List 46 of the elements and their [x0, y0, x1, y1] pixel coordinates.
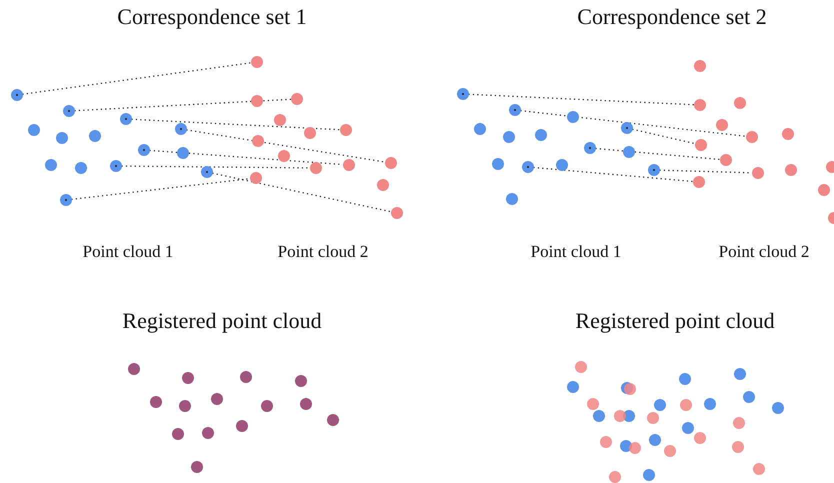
data-point: [175, 123, 187, 135]
dotted-line: [74, 98, 292, 112]
dotted-line: [468, 94, 695, 106]
data-point: [391, 207, 403, 219]
data-point: [310, 162, 322, 174]
data-point: [522, 161, 534, 173]
data-point: [251, 56, 263, 68]
data-point: [752, 167, 764, 179]
axis-caption: Point cloud 2: [278, 243, 368, 260]
data-point: [120, 113, 132, 125]
data-point: [720, 154, 732, 166]
data-point: [385, 157, 397, 169]
data-point: [509, 104, 521, 116]
data-point: [63, 105, 75, 117]
panel-title: Correspondence set 2: [577, 6, 767, 28]
data-point: [693, 176, 705, 188]
data-point: [11, 89, 23, 101]
data-point: [60, 194, 72, 206]
data-point: [746, 131, 758, 143]
dotted-line: [595, 148, 721, 160]
dotted-line: [520, 110, 747, 137]
panel-title: Registered point cloud: [575, 310, 775, 332]
data-point: [694, 99, 706, 111]
data-point: [201, 166, 213, 178]
dotted-line: [186, 129, 386, 163]
data-point: [340, 124, 352, 136]
axis-caption: Point cloud 1: [82, 243, 174, 260]
dotted-line: [632, 128, 696, 144]
data-point: [695, 139, 707, 151]
data-point: [138, 144, 150, 156]
dotted-line: [212, 172, 392, 212]
data-point: [648, 164, 660, 176]
data-point: [457, 88, 469, 100]
panel-title: Registered point cloud: [122, 310, 322, 332]
axis-caption: Point cloud 2: [718, 243, 810, 260]
panel-title: Correspondence set 1: [117, 6, 307, 28]
dotted-line: [533, 166, 694, 182]
dotted-line: [22, 62, 252, 95]
data-point: [584, 142, 596, 154]
data-point: [343, 159, 355, 171]
dotted-line: [131, 118, 341, 130]
data-point: [621, 122, 633, 134]
data-point: [250, 172, 262, 184]
axis-caption: Point cloud 1: [530, 243, 622, 260]
data-point: [110, 160, 122, 172]
data-point: [291, 93, 303, 105]
